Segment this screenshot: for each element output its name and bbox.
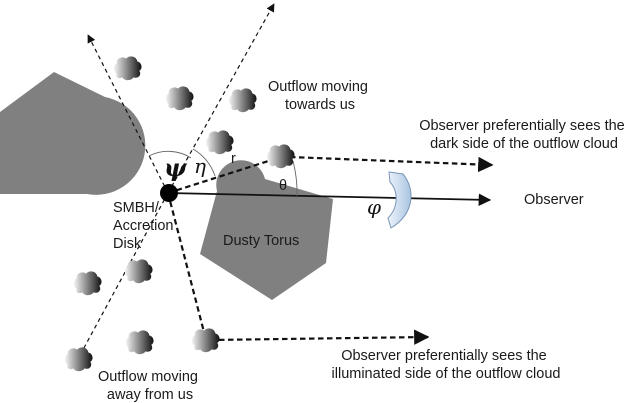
dusty-torus-label: Dusty Torus xyxy=(223,233,299,249)
torus-upper-left xyxy=(0,72,146,195)
cloud-10 xyxy=(64,347,93,372)
cone-lower-left-line xyxy=(78,192,169,358)
rotation-arrow xyxy=(387,171,412,229)
theta-symbol: θ xyxy=(279,178,287,194)
psi-symbol: ψ xyxy=(164,153,188,182)
lower-radius-line xyxy=(166,192,207,337)
outflow-away-label: Outflow moving away from us xyxy=(98,369,202,403)
cloud-5 xyxy=(266,144,295,169)
cloud-8 xyxy=(125,330,154,355)
eta-arc xyxy=(192,148,216,177)
radius-line xyxy=(167,155,282,195)
cloud-4 xyxy=(205,130,234,155)
eta-symbol: η xyxy=(194,154,206,178)
dark-side-label: Observer preferentially sees the dark si… xyxy=(419,118,629,152)
cloud-2 xyxy=(165,86,194,111)
outflow-towards-label: Outflow moving towards us xyxy=(268,79,372,113)
observer-label: Observer xyxy=(524,192,584,208)
cone-upper-right-line xyxy=(167,3,275,194)
psi-arc xyxy=(148,150,192,159)
cloud-7 xyxy=(73,271,102,296)
observer-axis xyxy=(167,192,492,207)
dark-side-sightline xyxy=(289,155,494,173)
illuminated-side-label: Observer preferentially sees the illumin… xyxy=(332,348,561,382)
smbh-dot xyxy=(160,184,178,202)
cloud-9 xyxy=(191,328,220,353)
phi-symbol: φ xyxy=(367,195,381,219)
cloud-1 xyxy=(113,56,142,81)
r-symbol: r xyxy=(231,151,236,167)
cloud-3 xyxy=(228,88,257,113)
illuminated-side-sightline xyxy=(209,329,430,345)
cloud-6 xyxy=(124,259,153,284)
torus-lower-right xyxy=(200,160,333,300)
smbh-label: SMBH/ Accretion Disk xyxy=(113,200,177,252)
